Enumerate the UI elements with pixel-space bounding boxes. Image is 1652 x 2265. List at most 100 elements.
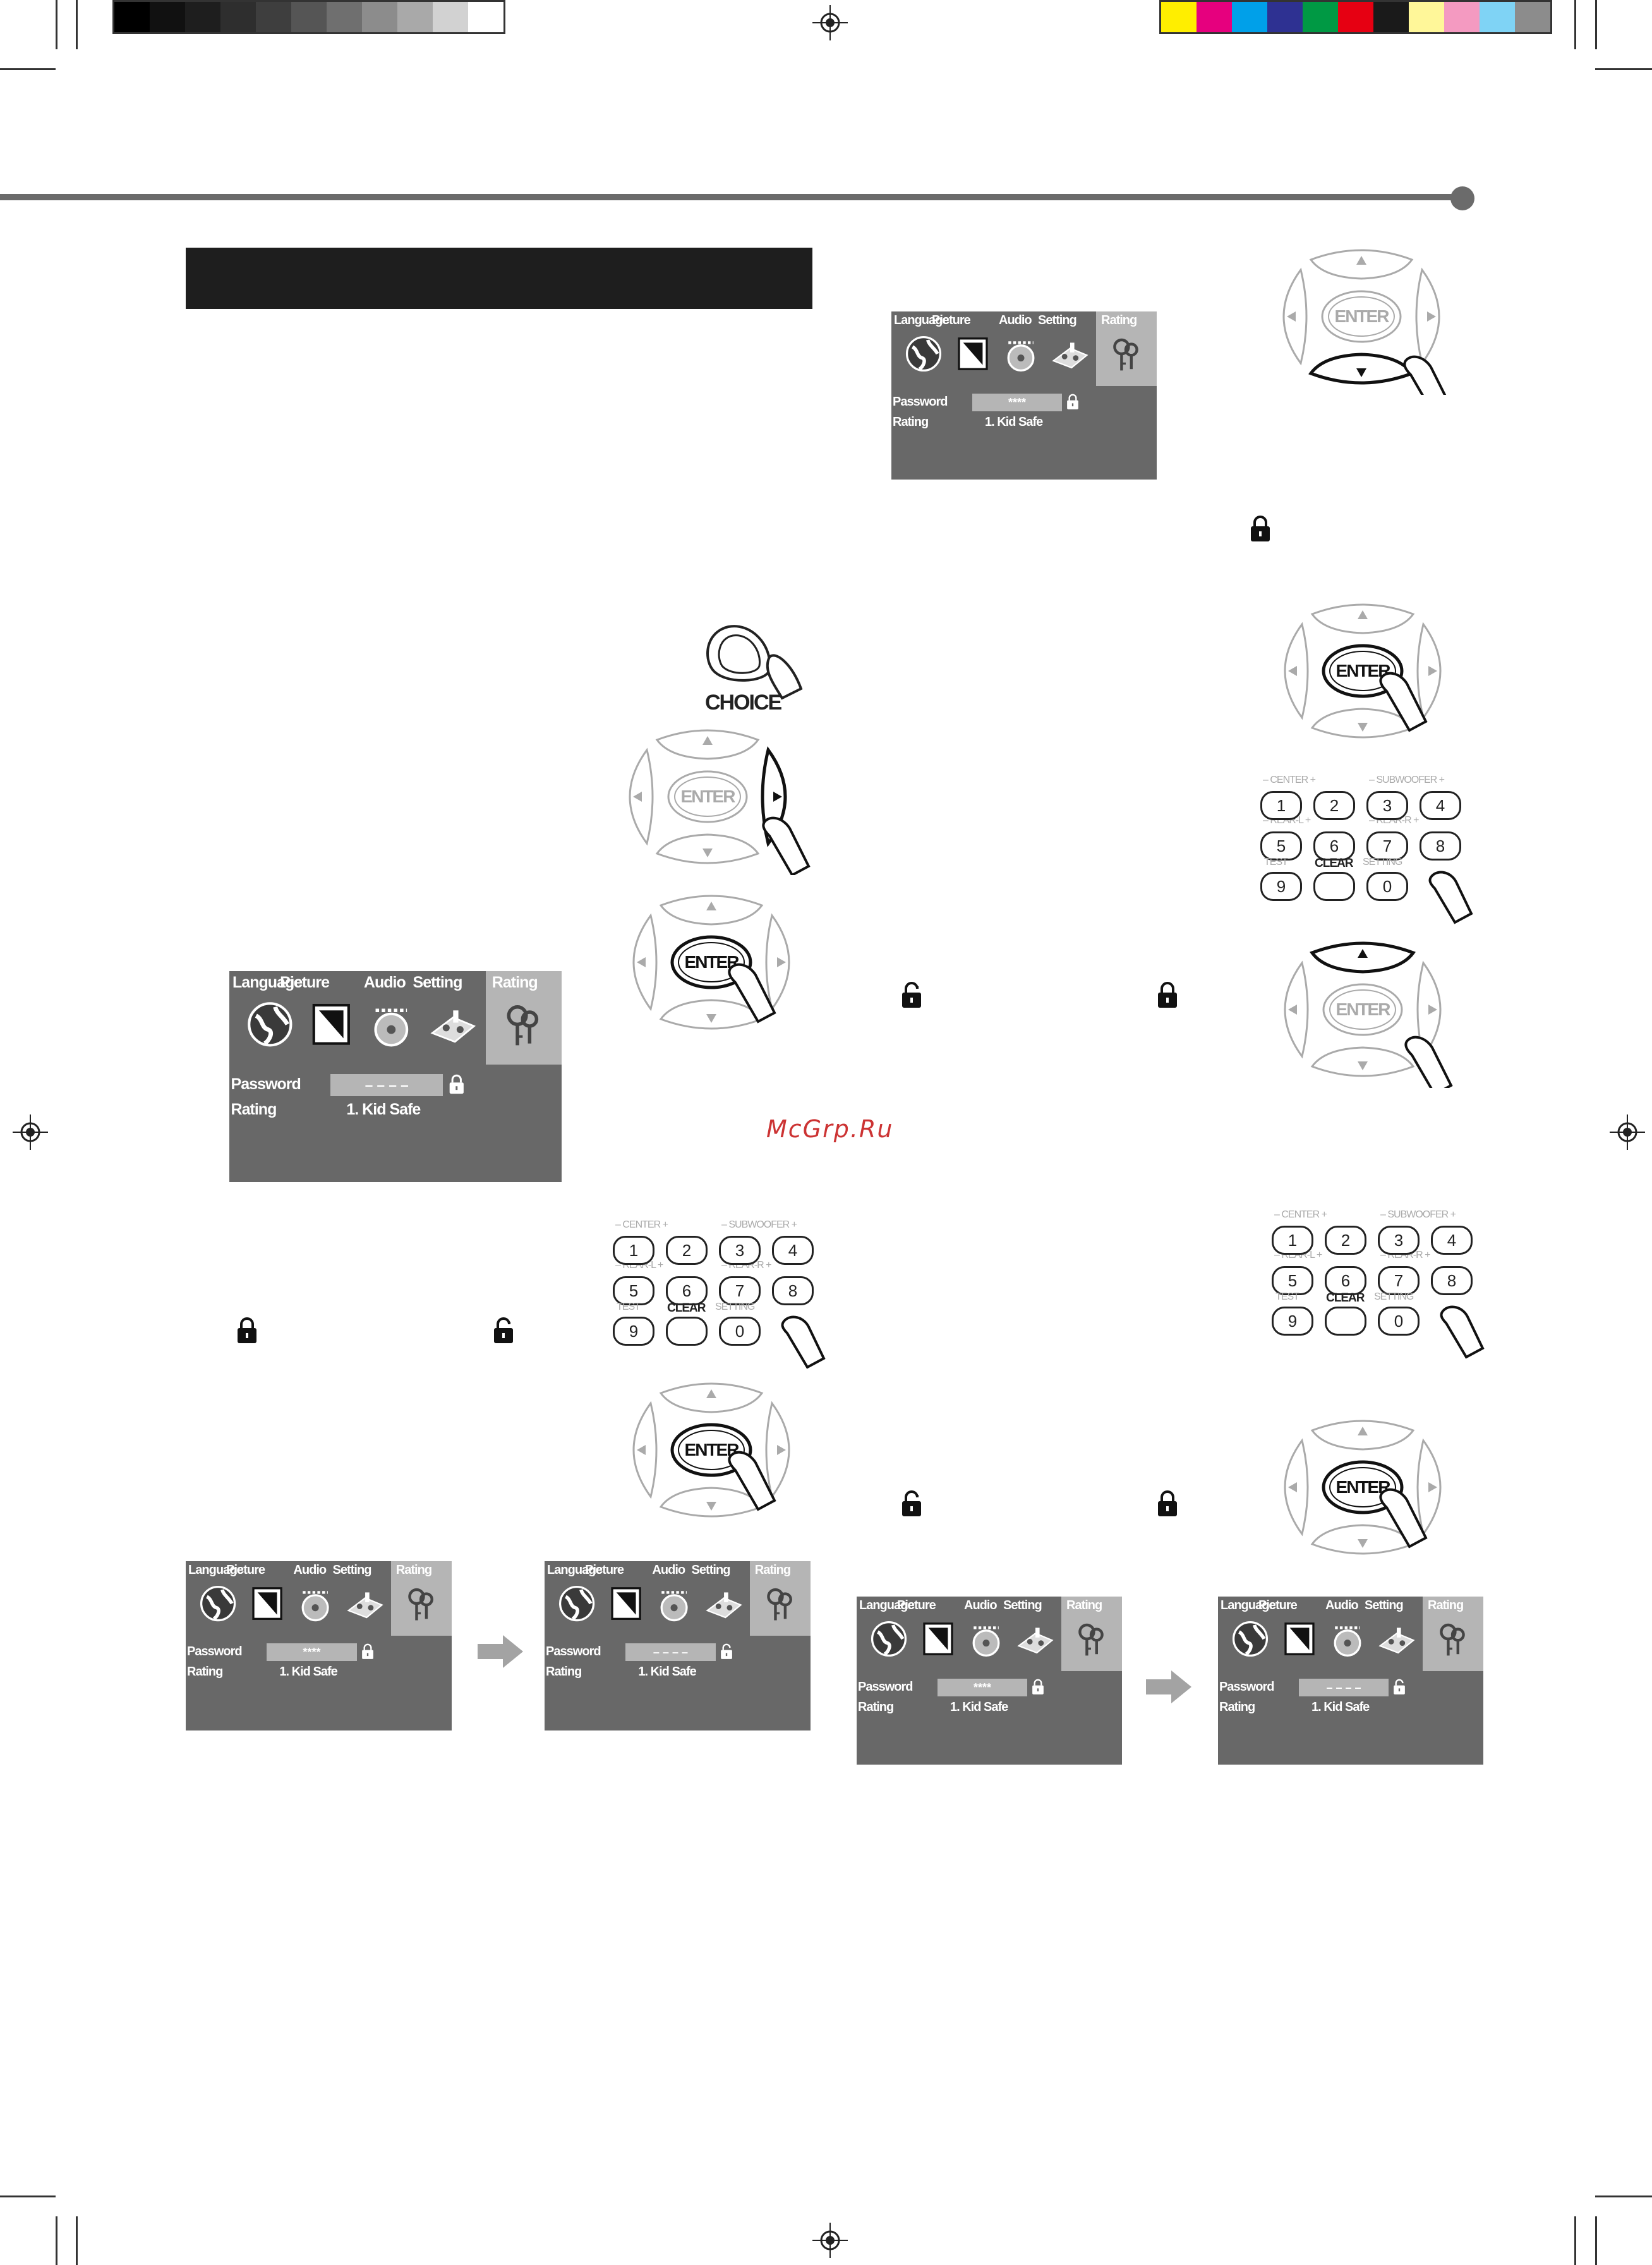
number-key-4[interactable]: 4 <box>1420 791 1461 820</box>
number-key-7[interactable]: 7 <box>1366 831 1408 861</box>
tab-language[interactable]: Language <box>232 973 303 991</box>
number-key-5[interactable]: 5 <box>1272 1266 1313 1295</box>
rating-tab-icon[interactable] <box>1070 1618 1112 1660</box>
password-field[interactable]: – – – – <box>1299 1679 1389 1696</box>
tab-setting[interactable]: Setting <box>1003 1598 1042 1612</box>
tab-language[interactable]: Language <box>1221 1598 1275 1612</box>
setting-tab-icon[interactable] <box>703 1583 745 1624</box>
number-key-9[interactable]: 9 <box>613 1317 654 1346</box>
rating-tab-icon[interactable] <box>759 1583 800 1624</box>
number-key-2[interactable]: 2 <box>1313 791 1355 820</box>
picture-tab-icon[interactable] <box>246 1583 288 1624</box>
setting-tab-icon[interactable] <box>344 1583 386 1624</box>
tab-language[interactable]: Language <box>894 313 949 327</box>
tab-picture[interactable]: Picture <box>280 973 330 991</box>
number-key-3[interactable]: 3 <box>1378 1226 1420 1255</box>
tab-audio[interactable]: Audio <box>293 1563 327 1577</box>
tab-picture[interactable]: Picture <box>585 1563 624 1577</box>
password-field[interactable]: – – – – <box>625 1643 716 1662</box>
number-key-5[interactable]: 5 <box>1260 831 1302 861</box>
tab-audio[interactable]: Audio <box>652 1563 685 1577</box>
setting-tab-icon[interactable] <box>427 998 479 1051</box>
tab-language[interactable]: Language <box>859 1598 914 1612</box>
number-key-6[interactable]: 6 <box>1325 1266 1366 1295</box>
rating-value[interactable]: 1. Kid Safe <box>279 1665 337 1679</box>
rating-value[interactable]: 1. Kid Safe <box>346 1101 421 1119</box>
tab-rating[interactable]: Rating <box>1428 1598 1464 1612</box>
number-key-2[interactable]: 2 <box>666 1236 708 1265</box>
setting-tab-icon[interactable] <box>1015 1618 1056 1660</box>
rating-value[interactable]: 1. Kid Safe <box>638 1665 696 1679</box>
rating-tab-icon[interactable] <box>1432 1618 1473 1660</box>
picture-tab-icon[interactable] <box>1279 1618 1320 1660</box>
setting-tab-icon[interactable] <box>1049 333 1091 375</box>
tab-setting[interactable]: Setting <box>1038 313 1077 327</box>
picture-tab-icon[interactable] <box>605 1583 647 1624</box>
globe-tab-icon[interactable] <box>197 1583 239 1624</box>
number-key-4[interactable]: 4 <box>1431 1226 1473 1255</box>
audio-tab-icon[interactable] <box>1327 1618 1368 1660</box>
rating-value[interactable]: 1. Kid Safe <box>985 415 1043 429</box>
choice-button[interactable] <box>700 619 807 701</box>
globe-tab-icon[interactable] <box>903 333 944 375</box>
password-field[interactable]: **** <box>972 394 1062 411</box>
tab-setting[interactable]: Setting <box>1365 1598 1404 1612</box>
number-key-8[interactable]: 8 <box>1420 831 1461 861</box>
number-key-1[interactable]: 1 <box>613 1236 654 1265</box>
number-key-4[interactable]: 4 <box>772 1236 814 1265</box>
tab-rating[interactable]: Rating <box>1066 1598 1102 1612</box>
number-key-8[interactable]: 8 <box>1431 1266 1473 1295</box>
number-key-9[interactable]: 9 <box>1272 1307 1313 1336</box>
tab-audio[interactable]: Audio <box>964 1598 998 1612</box>
tab-audio[interactable]: Audio <box>363 973 406 991</box>
number-key-6[interactable]: 6 <box>666 1276 708 1305</box>
number-key-7[interactable]: 7 <box>719 1276 761 1305</box>
clear-key[interactable] <box>1325 1307 1366 1336</box>
tab-rating[interactable]: Rating <box>1101 313 1137 327</box>
password-field[interactable]: – – – – <box>330 1073 443 1096</box>
number-key-6[interactable]: 6 <box>1313 831 1355 861</box>
rating-value[interactable]: 1. Kid Safe <box>1311 1700 1370 1714</box>
tab-picture[interactable]: Picture <box>1258 1598 1298 1612</box>
tab-rating[interactable]: Rating <box>395 1563 432 1577</box>
number-key-3[interactable]: 3 <box>1366 791 1408 820</box>
tab-picture[interactable]: Picture <box>226 1563 265 1577</box>
rating-tab-icon[interactable] <box>497 998 549 1051</box>
audio-tab-icon[interactable] <box>365 998 418 1051</box>
number-key-1[interactable]: 1 <box>1260 791 1302 820</box>
tab-setting[interactable]: Setting <box>691 1563 731 1577</box>
tab-rating[interactable]: Rating <box>491 973 538 991</box>
tab-setting[interactable]: Setting <box>332 1563 372 1577</box>
audio-tab-icon[interactable] <box>1000 333 1042 375</box>
tab-audio[interactable]: Audio <box>1325 1598 1359 1612</box>
number-key-3[interactable]: 3 <box>719 1236 761 1265</box>
rating-value[interactable]: 1. Kid Safe <box>950 1700 1008 1714</box>
clear-key[interactable] <box>666 1317 708 1346</box>
rating-tab-icon[interactable] <box>1105 333 1147 375</box>
globe-tab-icon[interactable] <box>244 998 296 1051</box>
picture-tab-icon[interactable] <box>952 333 994 375</box>
password-field[interactable]: **** <box>267 1643 357 1662</box>
tab-picture[interactable]: Picture <box>897 1598 936 1612</box>
audio-tab-icon[interactable] <box>653 1583 695 1624</box>
tab-setting[interactable]: Setting <box>413 973 463 991</box>
picture-tab-icon[interactable] <box>917 1618 959 1660</box>
number-key-1[interactable]: 1 <box>1272 1226 1313 1255</box>
setting-tab-icon[interactable] <box>1376 1618 1418 1660</box>
rating-tab-icon[interactable] <box>400 1583 442 1624</box>
tab-language[interactable]: Language <box>547 1563 603 1577</box>
number-key-9[interactable]: 9 <box>1260 872 1302 901</box>
number-key-2[interactable]: 2 <box>1325 1226 1366 1255</box>
picture-tab-icon[interactable] <box>305 998 358 1051</box>
password-field[interactable]: **** <box>938 1679 1027 1696</box>
clear-key[interactable] <box>1313 872 1355 901</box>
number-key-7[interactable]: 7 <box>1378 1266 1420 1295</box>
globe-tab-icon[interactable] <box>556 1583 598 1624</box>
audio-tab-icon[interactable] <box>294 1583 336 1624</box>
number-key-0[interactable]: 0 <box>1366 872 1408 901</box>
tab-language[interactable]: Language <box>188 1563 244 1577</box>
audio-tab-icon[interactable] <box>965 1618 1007 1660</box>
number-key-0[interactable]: 0 <box>719 1317 761 1346</box>
globe-tab-icon[interactable] <box>868 1618 910 1660</box>
tab-rating[interactable]: Rating <box>754 1563 791 1577</box>
